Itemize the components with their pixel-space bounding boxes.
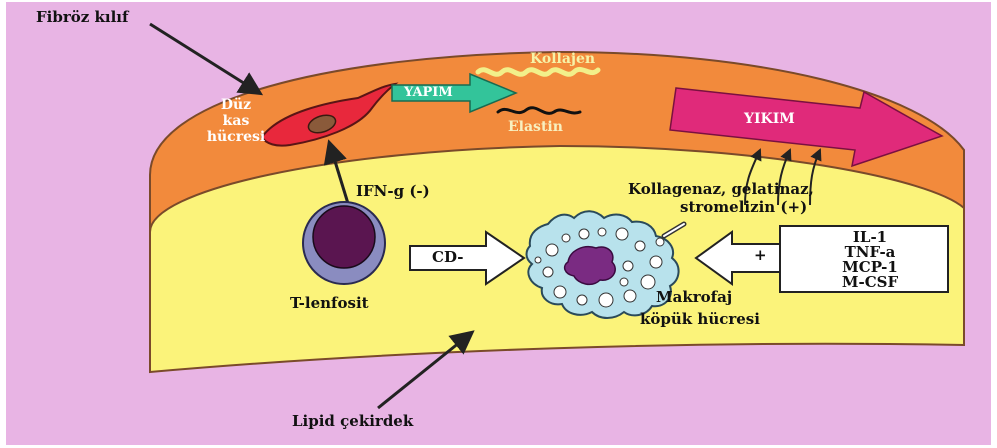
cytokine-mcsf: M-CSF <box>800 275 940 290</box>
plus-label: + <box>754 248 767 263</box>
macrophage-label-line2: köpük hücresi <box>640 312 760 327</box>
fibrous-cap-label: Fibröz kılıf <box>36 10 128 25</box>
t-lymphocyte-cell-icon <box>303 202 385 284</box>
cd-label: CD- <box>432 250 463 265</box>
enzymes-label-line1: Kollagenaz, gelatinaz, <box>628 182 814 197</box>
macrophage-label-line1: Makrofaj <box>656 290 732 305</box>
collagen-label: Kollajen <box>530 52 595 66</box>
enzymes-label-line2: stromelizin (+) <box>680 200 807 215</box>
smooth-muscle-label-line1: Düz <box>206 98 266 112</box>
smooth-muscle-label-line2: kas <box>206 114 266 128</box>
elastin-label: Elastin <box>508 120 563 134</box>
synthesis-label: YAPIM <box>404 86 453 99</box>
lipid-core-label: Lipid çekirdek <box>292 414 413 429</box>
ifn-label: IFN-g (-) <box>356 184 430 199</box>
t-lymphocyte-label: T-lenfosit <box>290 296 369 311</box>
degradation-label: YIKIM <box>744 112 795 126</box>
smooth-muscle-label-line3: hücresi <box>196 130 276 144</box>
